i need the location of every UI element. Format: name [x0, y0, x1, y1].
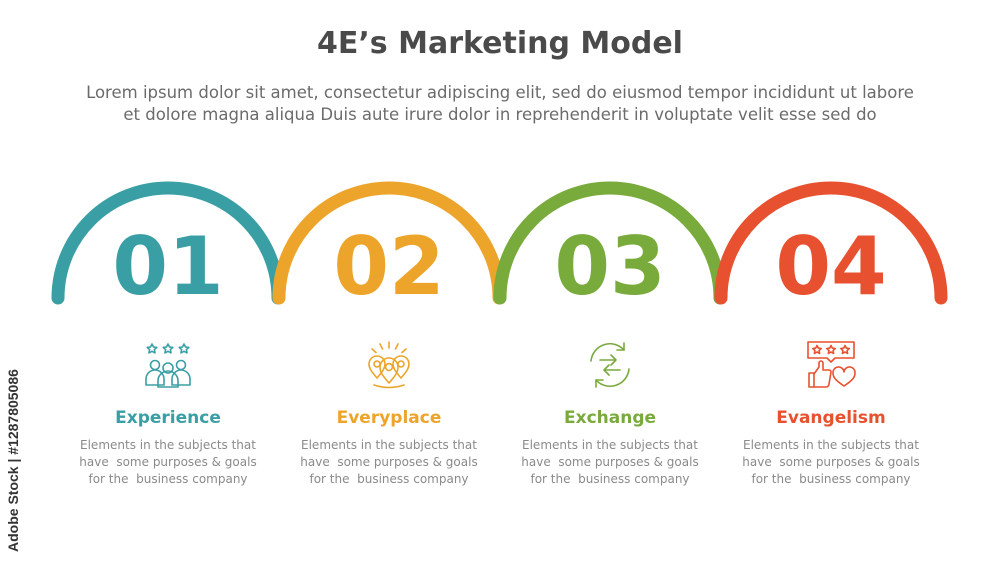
description-line: Elements in the subjects that: [743, 438, 919, 452]
step-3-description: Elements in the subjects that have some …: [500, 437, 720, 488]
description-line: Elements in the subjects that: [80, 438, 256, 452]
location-pins-icon: [368, 341, 410, 389]
page-subtitle: Lorem ipsum dolor sit amet, consectetur …: [50, 82, 950, 126]
description-line: for the business company: [309, 472, 469, 486]
step-3-label: Exchange: [563, 408, 657, 428]
subtitle-line: Lorem ipsum dolor sit amet, consectetur …: [86, 83, 914, 102]
step-2-arc: [272, 181, 506, 305]
description-line: for the business company: [88, 472, 248, 486]
step-2-label: Everyplace: [336, 408, 442, 428]
step-2-number: 02: [333, 220, 445, 313]
step-2-description: Elements in the subjects that have some …: [279, 437, 499, 488]
stock-watermark: Adobe Stock | #1287805086: [5, 312, 36, 552]
description-line: Elements in the subjects that: [301, 438, 477, 452]
step-1-number: 01: [112, 220, 224, 313]
step-1-label: Experience: [115, 408, 221, 428]
exchange-arrows-icon: [590, 342, 630, 388]
page-title: 4E’s Marketing Model: [317, 26, 683, 61]
step-4-arc: [714, 181, 948, 305]
step-1-description: Elements in the subjects that have some …: [58, 437, 278, 488]
description-line: have some purposes & goals: [79, 455, 257, 469]
step-1-arc: [51, 181, 285, 305]
review-like-love-icon: [807, 341, 856, 388]
description-line: have some purposes & goals: [742, 455, 920, 469]
step-3-arc: [493, 181, 727, 305]
step-4-number: 04: [775, 220, 887, 313]
watermark-text: Adobe Stock | #1287805086: [5, 369, 21, 552]
description-line: for the business company: [530, 472, 690, 486]
step-4-label: Evangelism: [776, 408, 886, 428]
description-line: for the business company: [751, 472, 911, 486]
description-line: Elements in the subjects that: [522, 438, 698, 452]
step-3-number: 03: [554, 220, 666, 313]
description-line: have some purposes & goals: [300, 455, 478, 469]
step-4-description: Elements in the subjects that have some …: [721, 437, 941, 488]
subtitle-line: et dolore magna aliqua Duis aute irure d…: [123, 105, 877, 124]
description-line: have some purposes & goals: [521, 455, 699, 469]
people-rating-icon: [145, 343, 191, 388]
